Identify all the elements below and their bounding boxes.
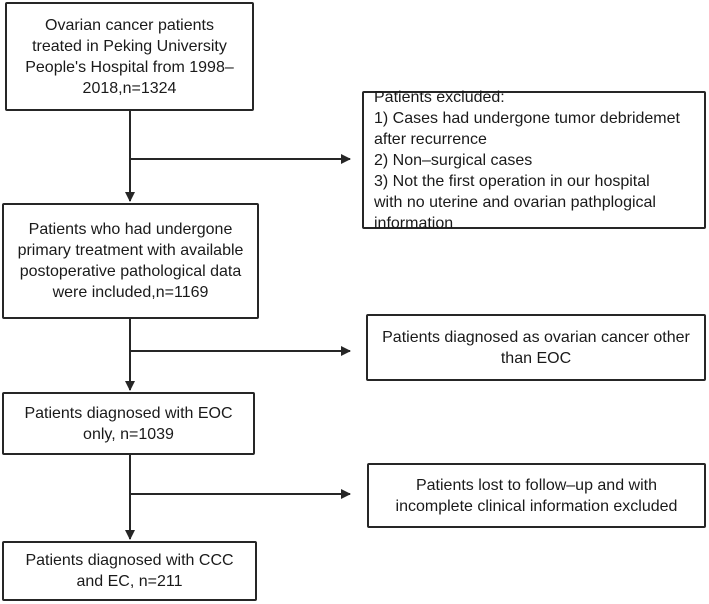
box-ccc-ec-line-2: and EC, n=211 — [76, 573, 183, 590]
box-primary-treatment-line-4: were included,n=1169 — [52, 284, 209, 301]
box-initial-cohort-line-2: treated in Peking University — [32, 37, 227, 55]
box-excluded-1: Patients excluded: 1) Cases had undergon… — [362, 89, 706, 232]
box-excluded-1-line-3: after recurrence — [374, 130, 487, 148]
box-primary-treatment-line-2: primary treatment with available — [17, 242, 244, 259]
box-excluded-2-line-1: Patients diagnosed as ovarian cancer oth… — [382, 328, 690, 346]
box-initial-cohort-line-3: People's Hospital from 1998– — [25, 58, 234, 76]
box-excluded-3-line-1: Patients lost to follow–up and with — [415, 476, 657, 494]
box-eoc: Patients diagnosed with EOC only, n=1039 — [2, 392, 255, 455]
box-excluded-1-line-1: Patients excluded: — [374, 88, 505, 106]
box-excluded-1-line-4: 2) Non–surgical cases — [374, 151, 533, 169]
box-eoc-line-1: Patients diagnosed with EOC — [24, 404, 233, 422]
box-primary-treatment: Patients who had undergone primary treat… — [2, 203, 259, 319]
box-initial-cohort-line-1: Ovarian cancer patients — [45, 16, 214, 34]
box-excluded-3: Patients lost to follow–up and with inco… — [367, 463, 706, 528]
box-primary-treatment-line-3: postoperative pathological data — [19, 263, 242, 280]
box-eoc-line-2: only, n=1039 — [83, 425, 174, 443]
box-initial-cohort: Ovarian cancer patients treated in Pekin… — [5, 2, 254, 111]
box-excluded-2-line-2: than EOC — [500, 349, 572, 367]
box-excluded-1-line-5: 3) Not the first operation in our hospit… — [374, 172, 650, 190]
box-excluded-3-line-2: incomplete clinical information excluded — [395, 497, 678, 515]
box-primary-treatment-line-1: Patients who had undergone — [28, 221, 233, 238]
box-excluded-2: Patients diagnosed as ovarian cancer oth… — [366, 314, 706, 381]
box-excluded-1-line-2: 1) Cases had undergone tumor debridemet — [374, 109, 680, 127]
box-excluded-1-line-6: with no uterine and ovarian pathplogical — [374, 193, 656, 211]
box-ccc-ec-line-1: Patients diagnosed with CCC — [25, 552, 234, 569]
box-initial-cohort-line-4: 2018,n=1324 — [82, 79, 177, 97]
box-ccc-ec: Patients diagnosed with CCC and EC, n=21… — [2, 541, 257, 601]
box-excluded-1-line-7: information — [374, 214, 454, 232]
